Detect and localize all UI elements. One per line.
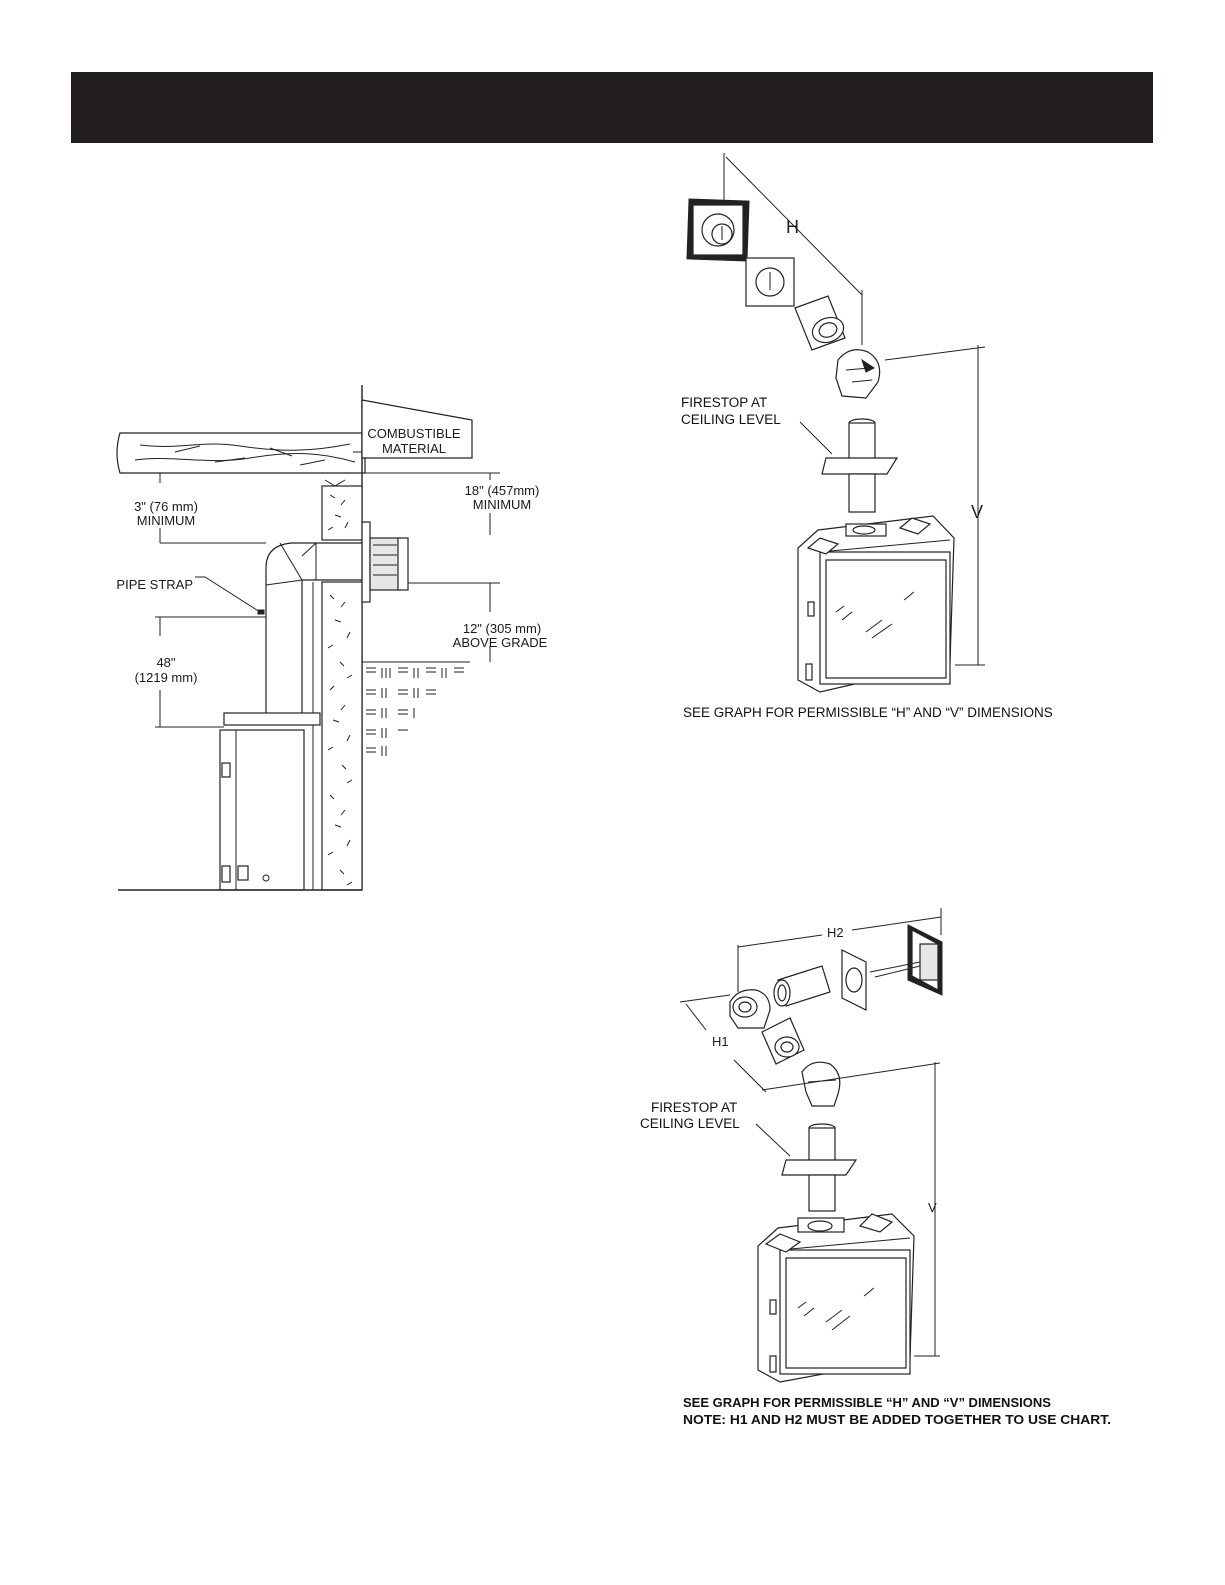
caption-bottom-right-1: SEE GRAPH FOR PERMISSIBLE “H” AND “V” DI… [683, 1395, 1051, 1410]
dim-48-label-2: (1219 mm) [135, 670, 198, 685]
wall-plate-2 [841, 949, 867, 1011]
angled-pipe [761, 1017, 805, 1065]
vent-pipe [265, 542, 363, 717]
termination-plate [686, 198, 750, 262]
ceiling-joist [116, 432, 366, 474]
termination-cap [361, 521, 409, 603]
firestop-label-bl-2: CEILING LEVEL [640, 1116, 740, 1131]
figure-bottom-right-exploded: H2 [640, 908, 1111, 1427]
combustible-label-1: COMBUSTIBLE [367, 426, 461, 441]
wall-plate [745, 257, 795, 307]
h1-label: H1 [712, 1034, 729, 1049]
dim-12-label-1: 12" (305 mm) [463, 621, 541, 636]
upper-elbow [729, 989, 771, 1029]
vertical-pipe [821, 418, 899, 513]
caption-bottom-right-2: NOTE: H1 AND H2 MUST BE ADDED TOGETHER T… [683, 1412, 1111, 1427]
firestop-label-1: FIRESTOP AT [681, 395, 767, 410]
lower-elbow [801, 1061, 841, 1107]
dim-18-label-2: MINIMUM [473, 497, 532, 512]
combustible-callout [353, 399, 473, 459]
dimension-lines [155, 472, 500, 728]
v-label: V [971, 502, 983, 522]
horizontal-pipe-2 [773, 965, 831, 1007]
vertical-pipe-2 [781, 1123, 858, 1212]
fireplace-front [797, 515, 955, 693]
dim-48-label-1: 48" [156, 655, 175, 670]
elbow-90 [835, 349, 881, 399]
header-bar [71, 72, 1153, 143]
pipe-strap-label: PIPE STRAP [116, 577, 193, 592]
fireplace-front-2 [757, 1213, 915, 1383]
firestop-label-bl-1: FIRESTOP AT [651, 1100, 737, 1115]
v-label-2: V [928, 1200, 937, 1215]
firestop-leader [799, 421, 833, 455]
firestop-leader-2 [755, 1123, 791, 1157]
h1-dimension [679, 994, 941, 1093]
termination-cap-2 [869, 924, 943, 996]
v-dimension-2 [914, 1062, 940, 1357]
v-dimension [884, 345, 986, 666]
caption-top-right: SEE GRAPH FOR PERMISSIBLE “H” AND “V” DI… [683, 705, 1053, 720]
firestop-label-2: CEILING LEVEL [681, 412, 781, 427]
h2-label: H2 [827, 925, 844, 940]
grade-hatch [362, 661, 470, 756]
dim-3-label-1: 3" (76 mm) [134, 499, 198, 514]
dim-18-label-1: 18" (457mm) [465, 483, 540, 498]
dim-12-label-2: ABOVE GRADE [453, 635, 548, 650]
dim-3-label-2: MINIMUM [137, 513, 196, 528]
figure-left-side-view: COMBUSTIBLE MATERIAL 18" (457mm) MINIMUM… [116, 385, 548, 891]
wall-upper-block [321, 479, 363, 541]
h-label: H [786, 217, 799, 237]
fireplace-side [219, 712, 321, 891]
h-dimension [723, 153, 863, 345]
pipe-strap-mark [257, 609, 265, 615]
figure-top-right-exploded: H [681, 153, 1053, 720]
wall-lower-block [312, 581, 363, 891]
combustible-label-2: MATERIAL [382, 441, 446, 456]
h2-dimension [737, 908, 942, 992]
horizontal-pipe [794, 295, 846, 351]
